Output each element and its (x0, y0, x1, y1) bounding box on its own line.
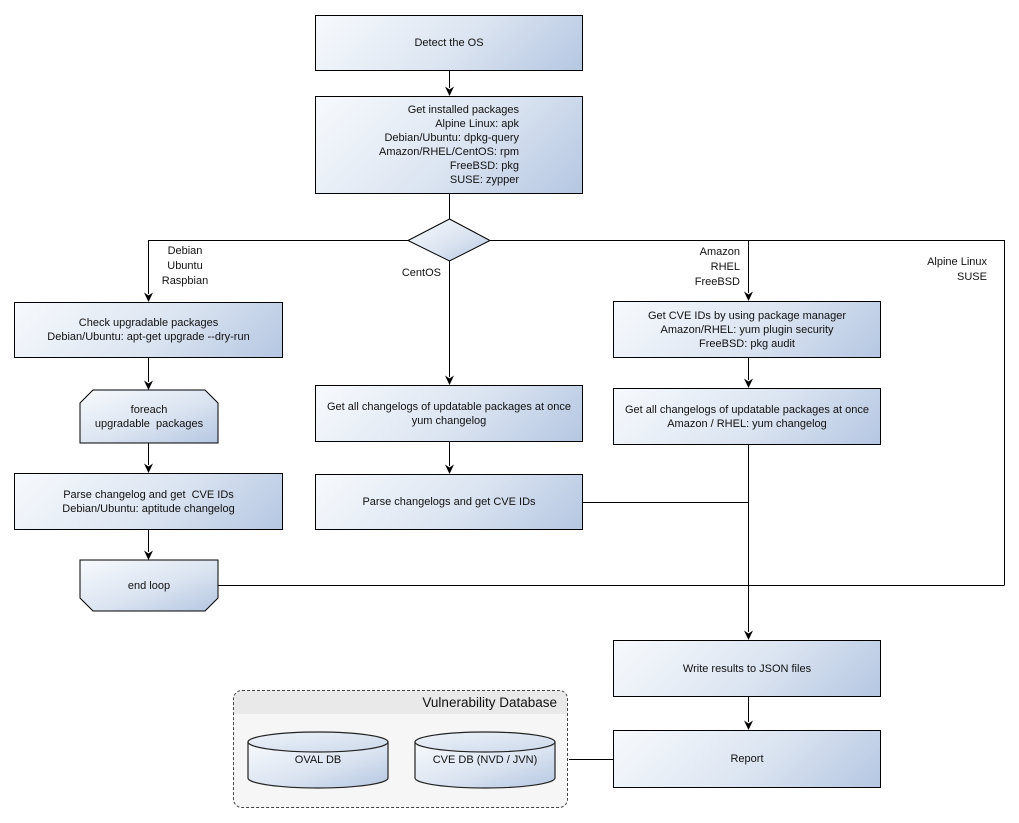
node-line: Get CVE IDs by using package manager (647, 309, 847, 322)
arrowhead (144, 550, 153, 560)
arrowhead (744, 630, 753, 640)
node-line: Amazon/RHEL/CentOS: rpm (379, 146, 519, 158)
arrowhead (744, 291, 753, 301)
os-decision-diamond (406, 218, 492, 262)
flow-connectors (148, 71, 1005, 760)
node-line: Amazon/RHEL: yum plugin security (660, 323, 834, 336)
end-loop-shape (79, 559, 219, 612)
arrowhead (144, 463, 153, 473)
oval-db-cylinder (247, 731, 389, 789)
node-line: Get all changelogs of updatable packages… (326, 400, 571, 413)
branch-label-alpine: Alpine Linux SUSE (927, 256, 987, 283)
vulnerability-database-title: Vulnerability Database (234, 691, 567, 714)
node-check-upgradable-packages: Check upgradable packages Debian/Ubuntu:… (14, 302, 283, 358)
arrowhead (144, 292, 153, 302)
node-parse-changelogs-centos: Parse changelogs and get CVE IDs (315, 474, 583, 530)
node-line: Check upgradable packages (78, 317, 219, 329)
node-line: Get installed packages (407, 104, 519, 116)
arrowhead (445, 86, 454, 96)
node-end-loop: end loop (80, 560, 218, 611)
node-label: Write results to JSON files (682, 662, 812, 675)
cve-db-label: CVE DB (NVD / JVN) (432, 754, 538, 766)
node-get-installed-packages: Get installed packages Alpine Linux: apk… (315, 96, 583, 194)
arrowhead (744, 720, 753, 730)
node-line: yum changelog (411, 414, 487, 427)
cve-db-cylinder (414, 731, 556, 789)
branch-label-centos: CentOS (401, 267, 441, 279)
foreach-loop-shape (79, 389, 219, 444)
node-line: Get all changelogs of updatable packages… (624, 403, 869, 416)
node-write-results-json: Write results to JSON files (613, 640, 881, 697)
node-report: Report (613, 730, 881, 788)
node-line: Parse changelog and get CVE IDs (63, 488, 234, 501)
node-parse-changelog-debian: Parse changelog and get CVE IDs Debian/U… (14, 473, 283, 530)
arrowhead (144, 380, 153, 390)
node-line: Debian/Ubuntu: apt-get upgrade --dry-run (47, 331, 250, 343)
node-changelogs-centos: Get all changelogs of updatable packages… (315, 385, 583, 442)
node-detect-os: Detect the OS (315, 15, 583, 71)
oval-db-label: OVAL DB (294, 754, 342, 766)
node-line: FreeBSD: pkg (449, 160, 519, 172)
node-line: FreeBSD: pkg audit (699, 337, 795, 350)
node-line: upgradable packages (94, 417, 204, 430)
node-line: Debian/Ubuntu: aptitude changelog (62, 502, 235, 515)
arrowhead (445, 375, 454, 385)
branch-label-debian: Debian Ubuntu Raspbian (161, 245, 209, 287)
arrowhead (445, 464, 454, 474)
node-label: end loop (127, 579, 171, 592)
branch-label-amazon: Amazon RHEL FreeBSD (694, 246, 740, 288)
node-foreach-upgradable-packages: foreach upgradable packages (80, 390, 218, 443)
node-label: Detect the OS (414, 37, 484, 49)
node-label: Parse changelogs and get CVE IDs (362, 496, 536, 508)
node-line: foreach (130, 403, 168, 416)
node-line: SUSE: zypper (449, 174, 519, 186)
node-label: Report (730, 753, 764, 765)
node-changelogs-amazon-rhel: Get all changelogs of updatable packages… (613, 388, 881, 445)
node-line: Amazon / RHEL: yum changelog (667, 417, 827, 430)
arrowheads (144, 86, 753, 730)
node-line: Debian/Ubuntu: dpkg-query (384, 132, 519, 144)
arrowhead (744, 378, 753, 388)
node-get-cve-ids-package-manager: Get CVE IDs by using package manager Ama… (613, 301, 881, 358)
node-line: Alpine Linux: apk (435, 118, 519, 130)
